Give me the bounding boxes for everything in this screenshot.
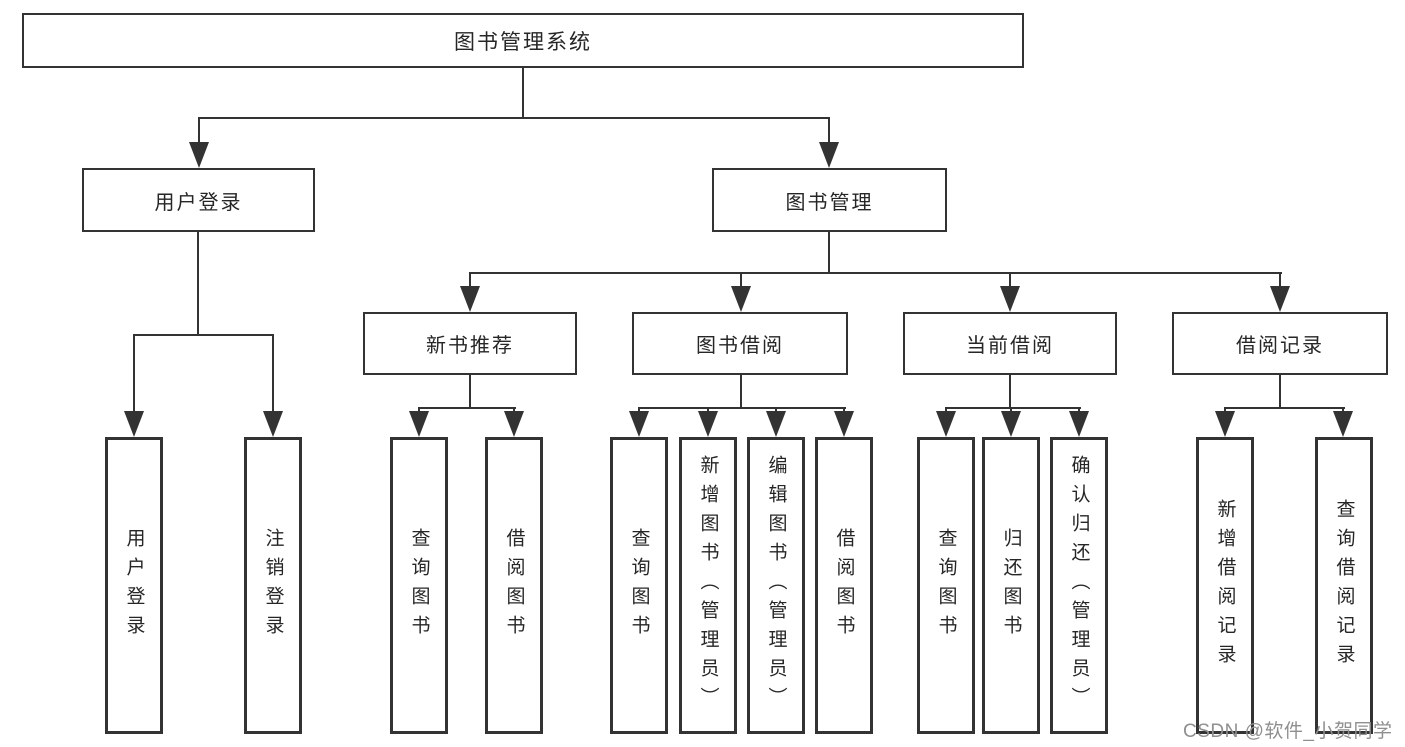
arrow-down-icon [1270,286,1290,312]
connector-stub [133,334,135,413]
connector-bookmgmt-drop [828,232,830,273]
arrow-down-icon [1215,411,1235,437]
leaf-edit-book-admin: 编辑图书（管理员） [747,437,805,734]
node-book-borrowing: 图书借阅 [632,312,848,375]
connector-current-drop [1009,375,1011,409]
arrow-down-icon [1333,411,1353,437]
connector-stub [513,407,515,414]
leaf-add-book-admin: 新增图书（管理员） [679,437,737,734]
connector-newbook-bar [418,407,516,409]
arrow-down-icon [263,411,283,437]
leaf-add-borrow-record: 新增借阅记录 [1196,437,1254,734]
connector-stub [843,407,845,414]
watermark: CSDN @软件_小贺同学 [1183,721,1393,742]
leaf-user-login: 用户登录 [105,437,163,734]
connector-userlogin-drop [197,232,199,336]
connector-stub [945,407,947,414]
node-new-book-recommend: 新书推荐 [363,312,577,375]
arrow-down-icon [1001,411,1021,437]
connector-borrowing-bar [638,407,846,409]
connector-stub [775,407,777,414]
connector-stub [1010,407,1012,414]
connector-stub [828,117,830,145]
connector-borrowing-drop [740,375,742,409]
arrow-down-icon [698,411,718,437]
leaf-borrow-books-borrowing: 借阅图书 [815,437,873,734]
leaf-query-books-recommend: 查询图书 [390,437,448,734]
connector-root-drop [522,68,524,118]
connector-records-bar [1224,407,1345,409]
connector-newbook-drop [469,375,471,409]
node-borrowing-records: 借阅记录 [1172,312,1388,375]
arrow-down-icon [936,411,956,437]
connector-stub [1078,407,1080,414]
connector-stub [707,407,709,414]
leaf-query-borrow-record: 查询借阅记录 [1315,437,1373,734]
connector-stub [638,407,640,414]
arrow-down-icon [766,411,786,437]
connector-stub [198,117,200,145]
node-book-management: 图书管理 [712,168,947,232]
node-user-login: 用户登录 [82,168,315,232]
connector-stub [272,334,274,413]
leaf-query-books-borrowing: 查询图书 [610,437,668,734]
arrow-down-icon [189,142,209,168]
connector-stub [1224,407,1226,414]
arrow-down-icon [504,411,524,437]
connector-stub [1009,272,1011,290]
connector-stub [1279,272,1281,290]
arrow-down-icon [1069,411,1089,437]
connector-stub [469,272,471,290]
node-library-system: 图书管理系统 [22,13,1024,68]
arrow-down-icon [1000,286,1020,312]
arrow-down-icon [124,411,144,437]
leaf-borrow-books-recommend: 借阅图书 [485,437,543,734]
connector-current-bar [945,407,1081,409]
arrow-down-icon [819,142,839,168]
leaf-return-book: 归还图书 [982,437,1040,734]
connector-userlogin-bar [133,334,274,336]
connector-root-bar [198,117,830,119]
leaf-logout: 注销登录 [244,437,302,734]
arrow-down-icon [629,411,649,437]
arrow-down-icon [731,286,751,312]
arrow-down-icon [834,411,854,437]
node-current-borrowing: 当前借阅 [903,312,1117,375]
connector-stub [1342,407,1344,414]
leaf-query-books-current: 查询图书 [917,437,975,734]
connector-stub [418,407,420,414]
leaf-confirm-return-admin: 确认归还（管理员） [1050,437,1108,734]
connector-records-drop [1279,375,1281,409]
connector-bookmgmt-bar [469,272,1282,274]
arrow-down-icon [460,286,480,312]
connector-stub [740,272,742,290]
arrow-down-icon [409,411,429,437]
